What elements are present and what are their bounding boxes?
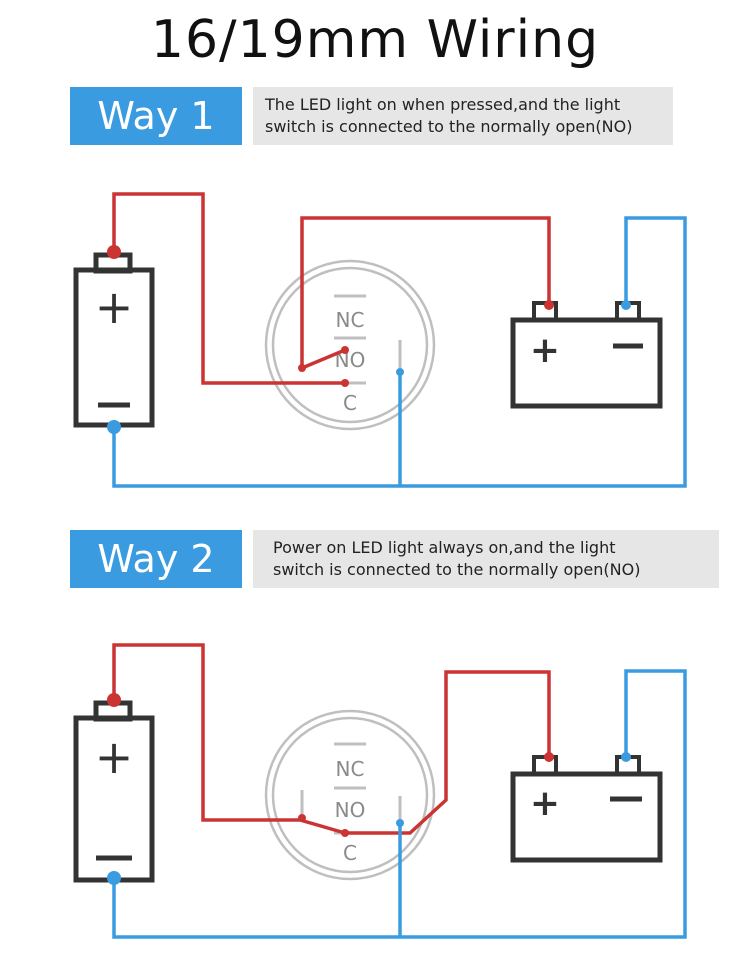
- way-1-description-line-2: switch is connected to the normally open…: [265, 117, 633, 136]
- way-1-battery-cell: +: [73, 252, 155, 428]
- page-title: 16/19mm Wiring: [150, 10, 600, 70]
- way-1-badge: Way 1: [70, 87, 242, 145]
- way-1-switch: NC NO C: [264, 259, 436, 431]
- way-1-description: The LED light on when pressed,and the li…: [253, 87, 673, 145]
- way-2-badge: Way 2: [70, 530, 242, 588]
- way-1-blue-wire: [112, 216, 687, 488]
- way-2-load: +: [510, 755, 663, 863]
- way-1-red-wire-battery-to-c: [112, 192, 345, 385]
- way-2-description: Power on LED light always on,and the lig…: [253, 530, 719, 588]
- way-2-description-line-2: switch is connected to the normally open…: [273, 560, 641, 579]
- way-2-description-line-1: Power on LED light always on,and the lig…: [273, 538, 616, 557]
- way-1-terminal-nc: NC: [336, 308, 365, 332]
- way-2-blue-wire: [112, 669, 687, 939]
- way-2-terminal-c: C: [343, 841, 357, 865]
- way-1-description-line-1: The LED light on when pressed,and the li…: [265, 95, 621, 114]
- way-1-load-plus: +: [530, 330, 560, 371]
- way-1-load: +: [510, 301, 663, 409]
- way-1-red-wire-no-to-load: [300, 216, 551, 368]
- way-2-terminal-no: NO: [335, 798, 366, 822]
- way-1-wiring-diagram: + NC NO C +: [73, 192, 687, 488]
- way-2-switch: NC NO C: [264, 709, 436, 881]
- way-1-battery-plus: +: [95, 280, 134, 334]
- way-2-terminal-nc: NC: [336, 757, 365, 781]
- way-2-battery-plus: +: [95, 730, 134, 784]
- way-1-terminal-c: C: [343, 391, 357, 415]
- way-2-load-plus: +: [530, 783, 560, 824]
- way-2-red-wire-battery-to-c: [112, 643, 346, 835]
- way-2-red-wire-c-to-load: [345, 670, 551, 835]
- way-1-switch-lever: [301, 348, 346, 370]
- way-2-battery-cell: +: [73, 700, 155, 883]
